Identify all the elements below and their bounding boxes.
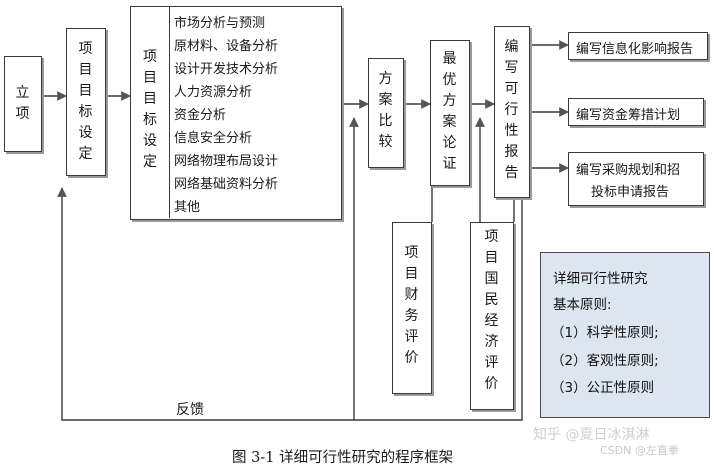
optimal-plan-label: 最优方案论证	[442, 51, 457, 172]
plan-compare-label: 方案比较	[378, 71, 393, 150]
output-procurement-label-1: 编写采购规划和招	[576, 163, 681, 178]
analysis-item: 其他	[174, 200, 201, 215]
start-label: 立项	[15, 85, 30, 122]
principles-title: 详细可行性研究	[553, 271, 648, 287]
start-box: 立项	[4, 56, 42, 152]
economic-eval-label: 项目国民经济评价	[484, 229, 499, 392]
analysis-item: 网络基础资料分析	[174, 177, 279, 192]
plan-compare-box: 方案比较	[368, 58, 404, 168]
analysis-item: 设计开发技术分析	[174, 62, 279, 77]
output-funding-label: 编写资金筹措计划	[576, 108, 681, 123]
goal-setting-2-divider	[169, 7, 170, 218]
feedback-loop	[57, 187, 523, 421]
goal-setting-box: 项目目标设定	[66, 28, 106, 176]
watermark-csdn: CSDN @左直拳	[600, 444, 679, 457]
economic-eval-box: 项目国民经济评价	[470, 222, 514, 410]
optimal-plan-box: 最优方案论证	[430, 40, 470, 186]
goal-setting-label: 项目目标设定	[78, 41, 93, 162]
analysis-item: 市场分析与预测	[174, 16, 266, 31]
analysis-item: 网络物理布局设计	[174, 154, 279, 169]
analysis-item: 信息安全分析	[174, 131, 253, 146]
principle-item: （2）客观性原则;	[551, 353, 659, 369]
watermark-zhihu: 知乎 @夏日冰淇淋	[533, 427, 650, 443]
write-report-box: 编写可行性报告	[494, 26, 530, 198]
output-info-impact-box: 编写信息化影响报告	[568, 32, 708, 60]
analysis-item: 资金分析	[174, 108, 227, 123]
principles-subtitle: 基本原则:	[553, 297, 612, 313]
analysis-item: 人力资源分析	[174, 85, 253, 100]
principles-panel: 详细可行性研究 基本原则: （1）科学性原则; （2）客观性原则; （3）公正性…	[540, 252, 710, 418]
figure-caption: 图 3-1 详细可行性研究的程序框架	[232, 450, 454, 466]
output-procurement-label-2: 投标申请报告	[591, 185, 670, 200]
output-info-impact-label: 编写信息化影响报告	[576, 42, 694, 57]
output-procurement-box: 编写采购规划和招 投标申请报告	[568, 152, 704, 206]
output-funding-box: 编写资金筹措计划	[568, 98, 704, 126]
goal-setting-2-box: 项目目标设定	[130, 6, 342, 220]
financial-eval-label: 项目财务评价	[404, 245, 419, 366]
principle-item: （3）公正性原则	[551, 380, 655, 396]
financial-eval-box: 项目财务评价	[392, 222, 432, 394]
analysis-item: 原材料、设备分析	[174, 39, 279, 54]
principle-item: （1）科学性原则;	[551, 325, 659, 341]
write-report-label: 编写可行性报告	[504, 39, 519, 181]
goal-setting-2-label: 项目目标设定	[143, 49, 157, 170]
feedback-label: 反馈	[176, 402, 204, 418]
